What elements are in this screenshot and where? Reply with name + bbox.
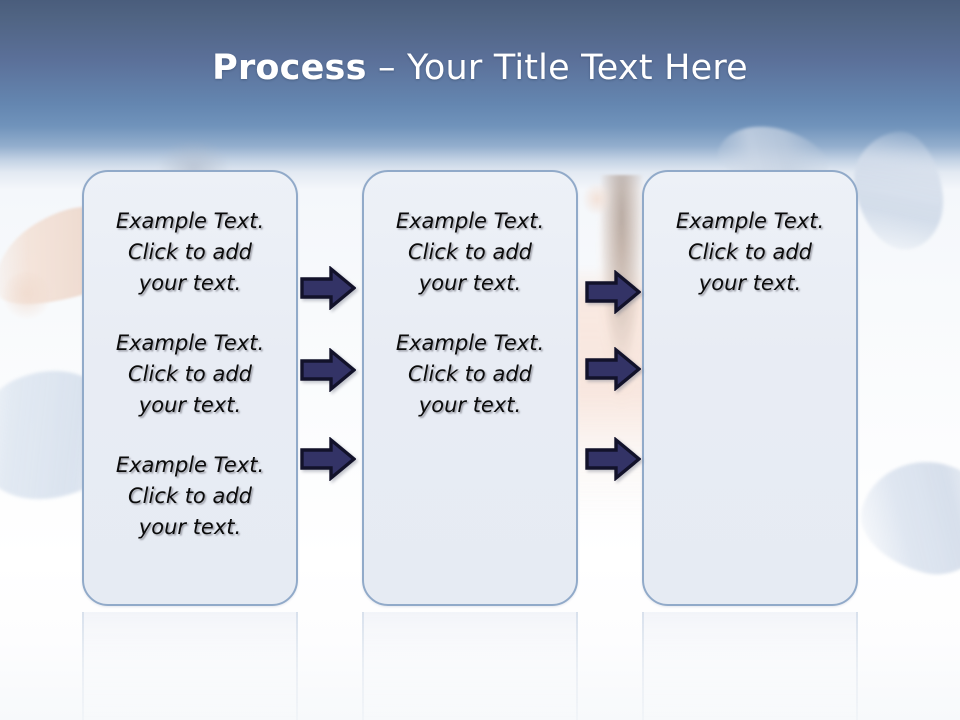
process-box-2-text-1[interactable]: Example Text. Click to add your text. [395, 209, 545, 295]
right-arrow-icon-2c[interactable] [585, 437, 641, 481]
slide-title-rest: – Your Title Text Here [366, 48, 748, 88]
process-box-2-body: Example Text. Click to add your text. Ex… [376, 206, 564, 421]
right-arrow-icon-1c[interactable] [300, 437, 356, 481]
process-box-3-text-1[interactable]: Example Text. Click to add your text. [675, 209, 825, 295]
process-box-1[interactable]: Example Text. Click to add your text. Ex… [82, 170, 298, 606]
process-box-2[interactable]: Example Text. Click to add your text. Ex… [362, 170, 578, 606]
process-box-1-text-2[interactable]: Example Text. Click to add your text. [115, 331, 265, 417]
slide-title-strong: Process [212, 48, 367, 88]
right-arrow-icon-2b[interactable] [585, 347, 641, 391]
right-arrow-icon-1a[interactable] [300, 266, 356, 310]
process-box-3[interactable]: Example Text. Click to add your text. [642, 170, 858, 606]
right-arrow-icon-1b[interactable] [300, 348, 356, 392]
process-box-1-body: Example Text. Click to add your text. Ex… [96, 206, 284, 543]
process-box-2-reflection [362, 612, 578, 720]
process-box-1-reflection [82, 612, 298, 720]
process-box-2-text-2[interactable]: Example Text. Click to add your text. [395, 331, 545, 417]
slide-title: Process – Your Title Text Here [0, 46, 960, 90]
right-arrow-icon-2a[interactable] [585, 270, 641, 314]
process-box-1-text-1[interactable]: Example Text. Click to add your text. [115, 209, 265, 295]
process-box-1-text-3[interactable]: Example Text. Click to add your text. [115, 453, 265, 539]
process-box-3-body: Example Text. Click to add your text. [656, 206, 844, 299]
process-box-3-reflection [642, 612, 858, 720]
